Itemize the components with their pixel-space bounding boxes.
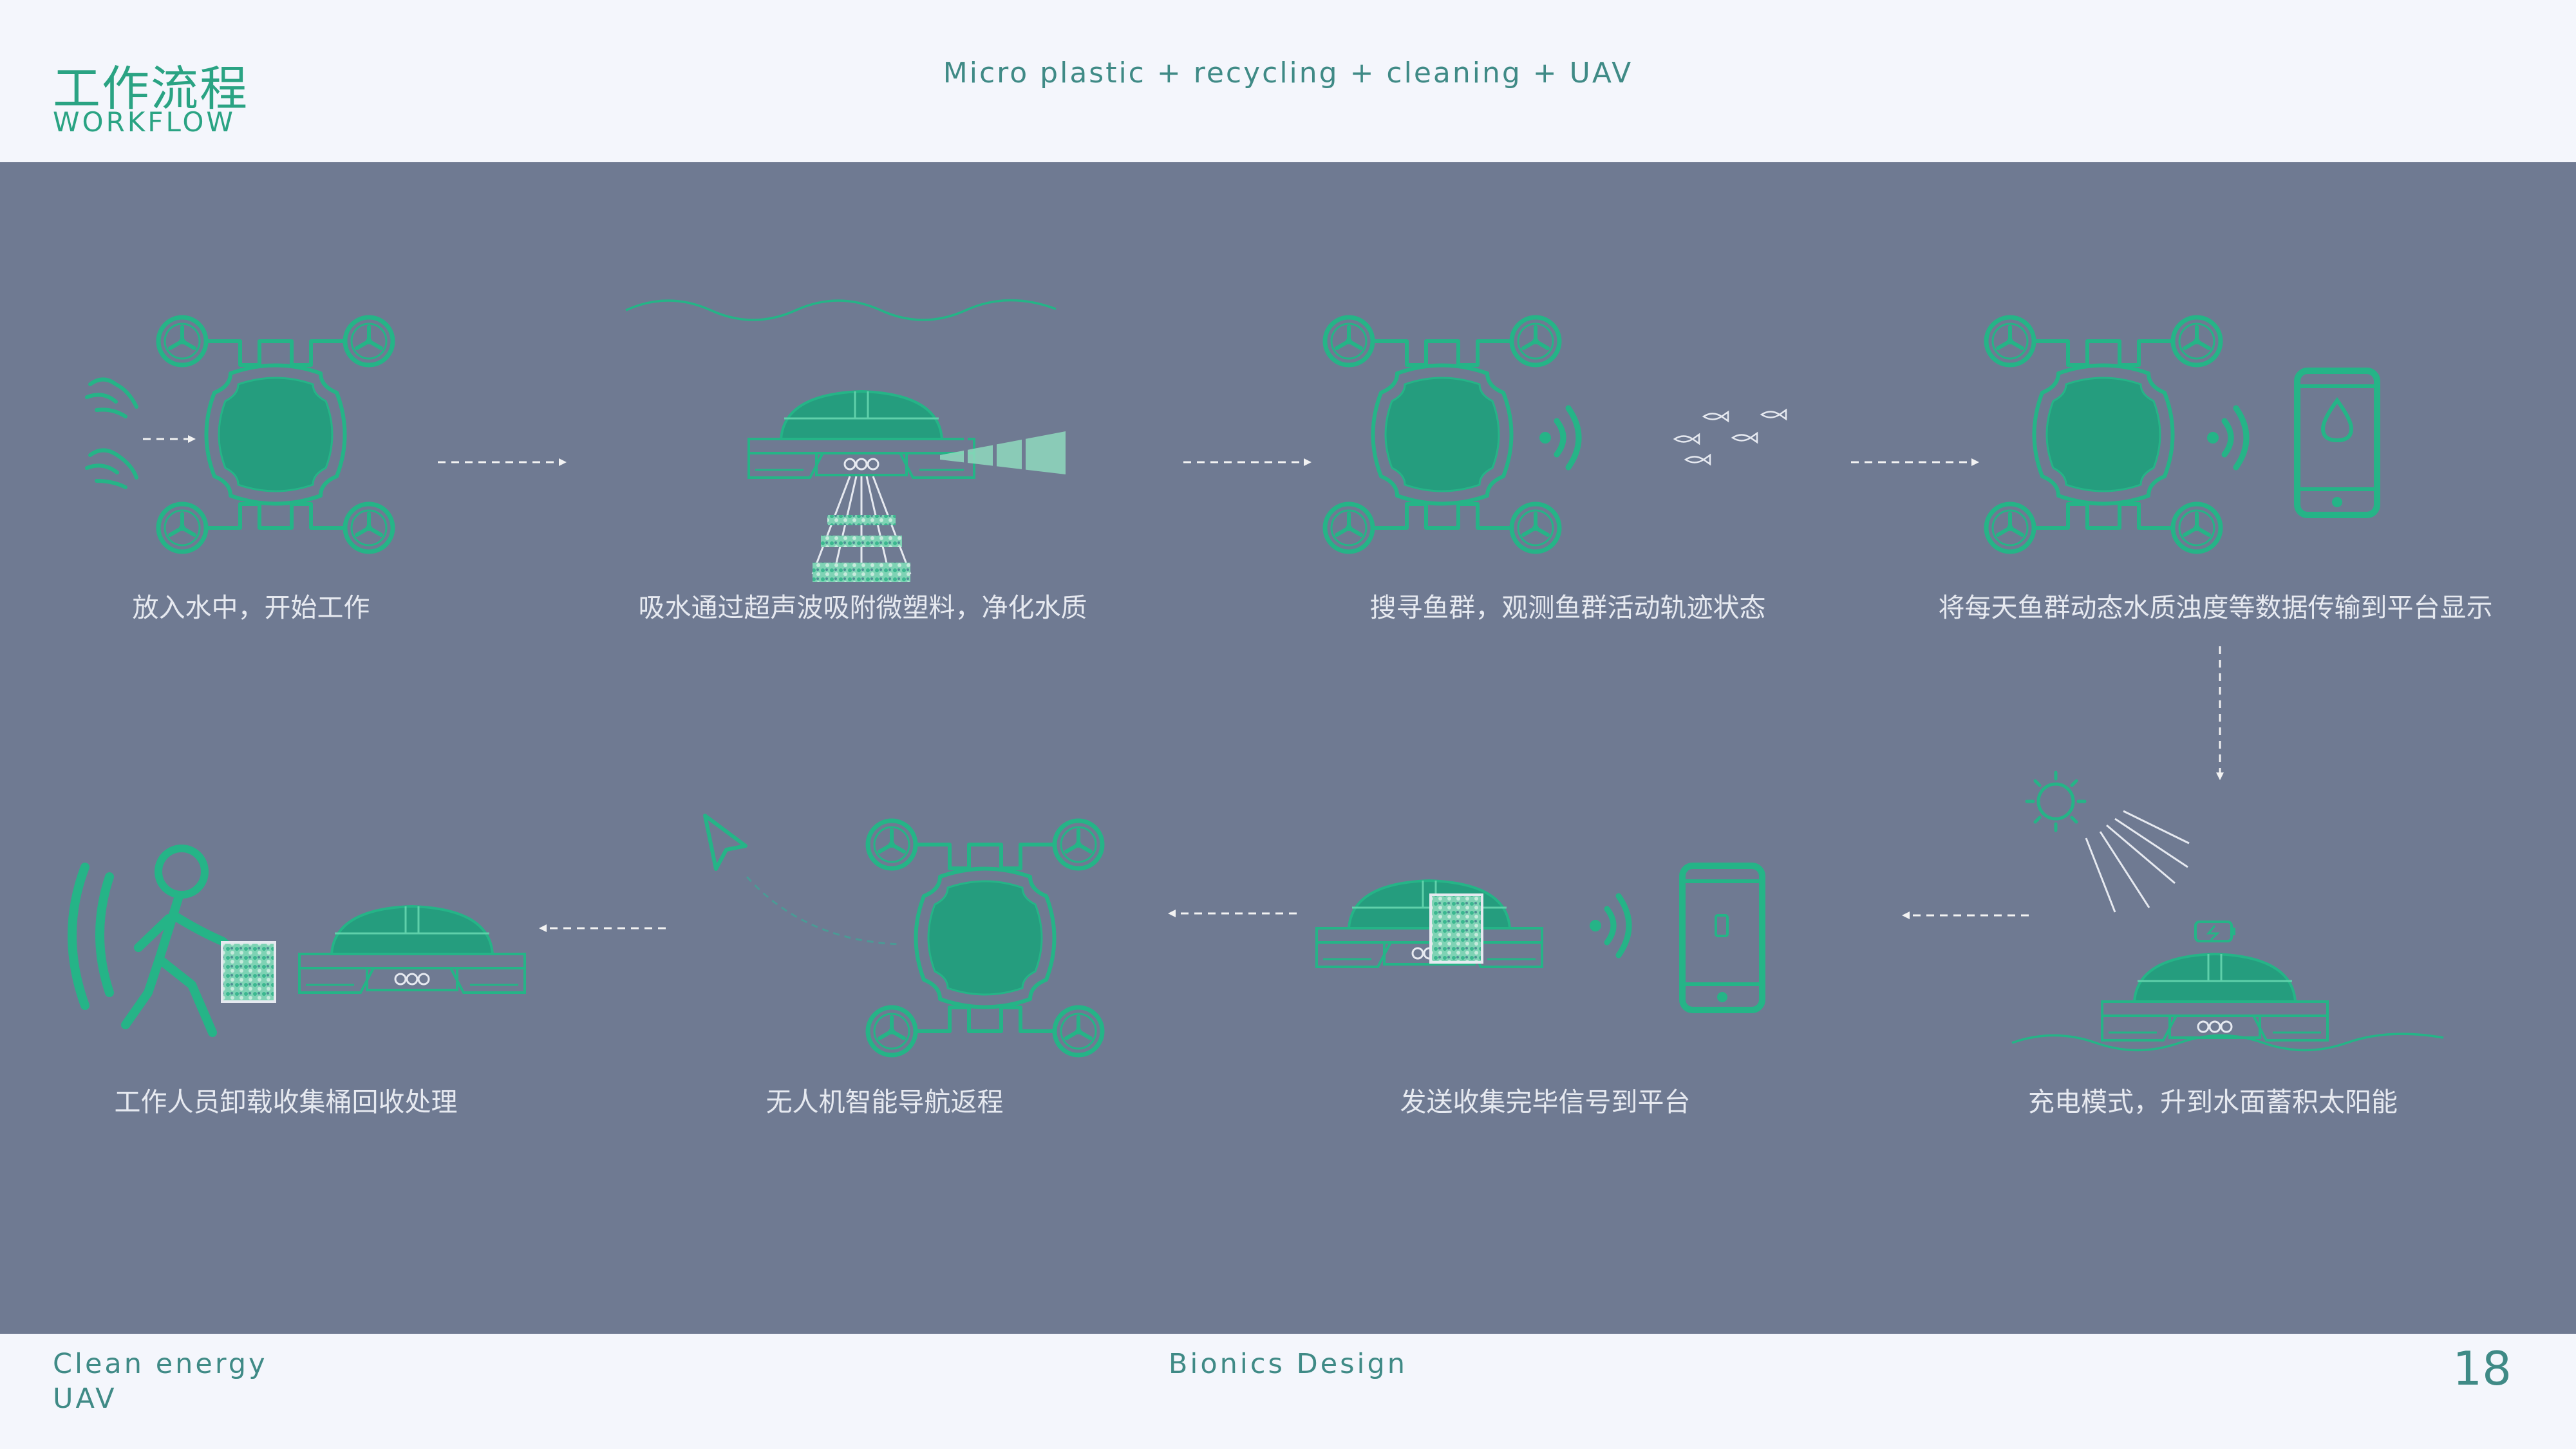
step2-jet-icon (940, 429, 1066, 476)
header: 工作流程 WORKFLOW Micro plastic + recycling … (0, 0, 2576, 162)
arrow-6-7 (1168, 910, 1297, 917)
workflow-diagram: 放入水中，开始工作 吸水通过超声波吸附微塑料，净化水质 搜寻鱼群，观测鱼群活动轨… (68, 299, 2493, 1117)
return-path (746, 875, 902, 946)
step6-signal-icon (1590, 896, 1629, 955)
step6-caption: 发送收集完毕信号到平台 (1400, 1087, 1691, 1117)
arrow-1-2 (438, 458, 567, 466)
step5-sunrays-icon (2085, 810, 2190, 913)
step7-drone-icon (868, 821, 1102, 1055)
step5-caption: 充电模式，升到水面蓄积太阳能 (2028, 1087, 2398, 1117)
navigation-cursor-icon (703, 814, 747, 871)
step3-fish-icon (1673, 409, 1787, 465)
step1-drone-icon (158, 317, 393, 552)
step1-caption: 放入水中，开始工作 (133, 592, 370, 623)
workflow-panel: 放入水中，开始工作 吸水通过超声波吸附微塑料，净化水质 搜寻鱼群，观测鱼群活动轨… (0, 162, 2576, 1334)
footer (0, 1334, 2576, 1449)
arrow-3-4 (1851, 458, 1979, 466)
arrow-5-6 (1902, 911, 2029, 919)
page-subtitle: Micro plastic + recycling + cleaning + U… (943, 57, 1633, 89)
step2-ultrasound-icon (811, 476, 912, 582)
step3-caption: 搜寻鱼群，观测鱼群活动轨迹状态 (1370, 592, 1766, 623)
step5-wave-icon (2011, 1033, 2444, 1052)
arrow-4-5 (2216, 646, 2224, 780)
step4-phone-icon (2297, 371, 2377, 515)
step4-drone-icon (1986, 317, 2221, 552)
step2-boat-icon (747, 390, 975, 479)
step8-boat-icon (298, 905, 526, 994)
step5-boat-icon (2101, 953, 2329, 1042)
step1-hands-icon (85, 377, 138, 489)
page-title-en: WORKFLOW (53, 106, 236, 138)
step8-bin-icon (221, 941, 276, 1003)
phone-battery-icon (1715, 914, 1729, 937)
step4-signal-icon (2207, 408, 2246, 467)
worker-icon (68, 845, 233, 1037)
page-title: 工作流程 (53, 61, 249, 117)
footer-left-line1: Clean energy (53, 1348, 268, 1380)
step3-signal-icon (1539, 408, 1579, 467)
arrow-7-8 (539, 924, 666, 932)
arrow-2-3 (1183, 458, 1312, 466)
step2-wave-icon (625, 299, 1057, 321)
step4-caption: 将每天鱼群动态水质浊度等数据传输到平台显示 (1939, 592, 2493, 623)
step2-caption: 吸水通过超声波吸附微塑料，净化水质 (639, 592, 1087, 623)
water-drop-icon (2320, 397, 2354, 443)
step6-phone-icon (1682, 866, 1762, 1010)
page-number: 18 (2452, 1341, 2512, 1396)
step7-caption: 无人机智能导航返程 (766, 1087, 1004, 1117)
step3-drone-icon (1325, 317, 1559, 552)
footer-left-line2: UAV (53, 1383, 117, 1415)
battery-icon (2194, 921, 2235, 942)
step5-sun-icon (2025, 771, 2087, 832)
step1-arrow (143, 435, 196, 443)
footer-center: Bionics Design (1168, 1348, 1408, 1380)
step8-caption: 工作人员卸载收集桶回收处理 (115, 1087, 458, 1117)
collection-bin-icon (1429, 893, 1483, 964)
